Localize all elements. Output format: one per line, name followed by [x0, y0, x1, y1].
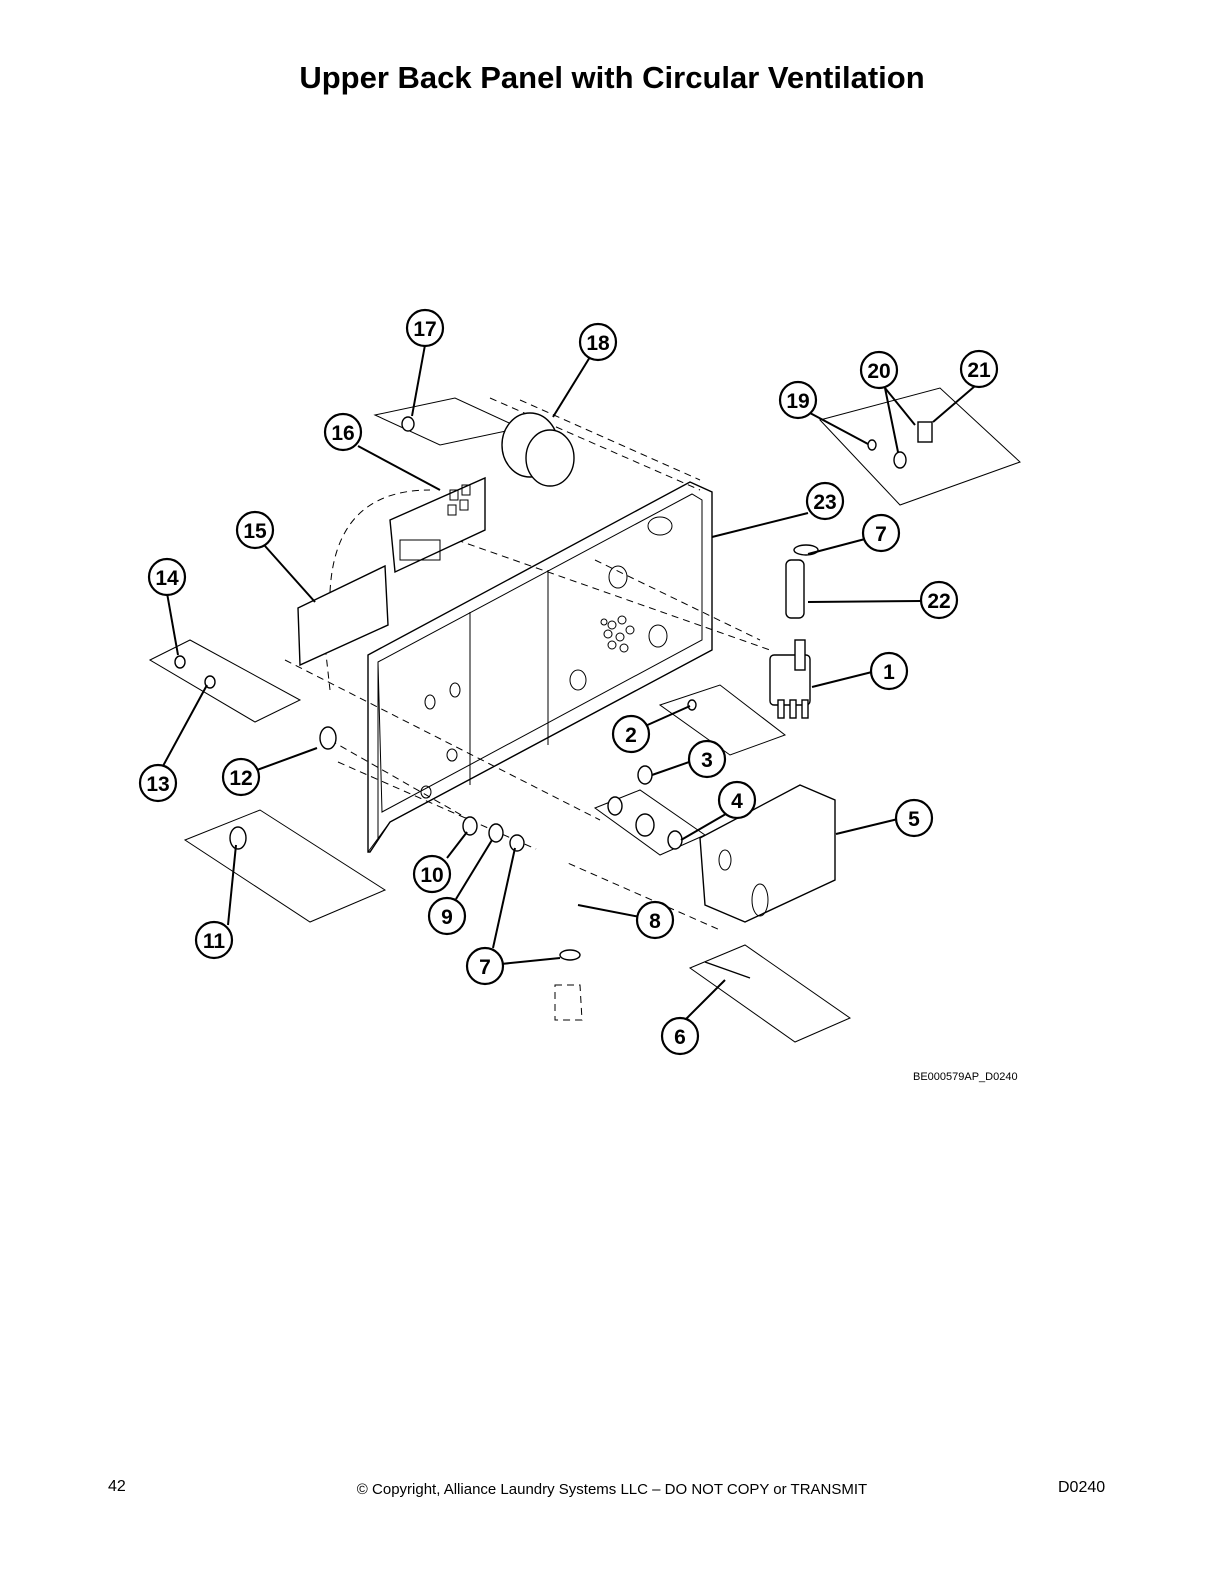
svg-text:9: 9 [441, 906, 453, 929]
callout-6: 6 [660, 1016, 700, 1056]
callout-9: 9 [427, 896, 467, 936]
callout-5: 5 [894, 798, 934, 838]
callout-7-bottom: 7 [465, 946, 505, 986]
callout-13: 13 [138, 763, 178, 803]
control-label-part [389, 476, 486, 574]
svg-text:3: 3 [701, 749, 713, 772]
svg-text:5: 5 [908, 808, 920, 831]
drawing-id: BE000579AP_D0240 [913, 1071, 1018, 1083]
callout-14: 14 [147, 557, 187, 597]
cover-plate-part [297, 489, 431, 667]
svg-text:18: 18 [586, 332, 610, 355]
svg-text:13: 13 [146, 773, 169, 796]
callout-11: 11 [194, 920, 234, 960]
callout-1: 1 [869, 651, 909, 691]
svg-text:11: 11 [203, 930, 226, 953]
ventilation-ring-part [501, 412, 575, 487]
svg-text:4: 4 [731, 790, 743, 813]
leader-lines [162, 344, 976, 1022]
callout-4: 4 [717, 780, 757, 820]
callout-23: 23 [805, 481, 845, 521]
detail-plane-6 [688, 944, 852, 1043]
callout-15: 15 [235, 510, 275, 550]
svg-text:16: 16 [331, 422, 354, 445]
detail-plane-14 [148, 639, 302, 723]
washers-part [462, 765, 653, 852]
svg-text:21: 21 [967, 359, 991, 382]
callout-22: 22 [919, 580, 959, 620]
svg-text:1: 1 [883, 661, 895, 684]
back-panel-part [367, 481, 713, 853]
svg-text:12: 12 [229, 767, 252, 790]
screws-part [174, 416, 933, 979]
detail-plane-11 [183, 809, 387, 923]
callout-20: 20 [859, 350, 899, 390]
svg-text:7: 7 [479, 956, 491, 979]
detail-plane-17 [373, 397, 522, 446]
svg-text:23: 23 [813, 491, 836, 514]
filter-part [785, 544, 819, 619]
callout-21: 21 [959, 349, 999, 389]
svg-text:2: 2 [625, 724, 637, 747]
copyright-notice: © Copyright, Alliance Laundry Systems LL… [356, 1481, 868, 1498]
svg-text:10: 10 [420, 864, 443, 887]
svg-text:15: 15 [243, 520, 267, 543]
callout-12: 12 [221, 757, 261, 797]
detail-plane-2 [658, 684, 787, 756]
bracket-part [699, 784, 836, 923]
vent-holes [600, 615, 635, 653]
hose-part [535, 847, 583, 1021]
svg-text:17: 17 [413, 318, 436, 341]
callout-2: 2 [611, 714, 651, 754]
page-number: 42 [108, 1478, 126, 1495]
svg-text:20: 20 [867, 360, 890, 383]
callout-10: 10 [412, 854, 452, 894]
svg-text:8: 8 [649, 910, 661, 933]
fittings-part [229, 726, 683, 850]
svg-text:6: 6 [674, 1026, 686, 1049]
svg-text:14: 14 [155, 567, 179, 590]
callout-3: 3 [687, 739, 727, 779]
page-title: Upper Back Panel with Circular Ventilati… [299, 60, 925, 95]
detail-plane-19-21 [819, 387, 1021, 506]
svg-text:22: 22 [927, 590, 950, 613]
callout-19: 19 [778, 380, 818, 420]
water-valve-part [769, 639, 811, 719]
callout-16: 16 [323, 412, 363, 452]
callout-7-top: 7 [861, 513, 901, 553]
svg-text:19: 19 [786, 390, 809, 413]
document-code: D0240 [1058, 1479, 1106, 1496]
callout-8: 8 [635, 900, 675, 940]
callout-17: 17 [405, 308, 445, 348]
svg-text:7: 7 [875, 523, 887, 546]
callout-18: 18 [578, 322, 618, 362]
